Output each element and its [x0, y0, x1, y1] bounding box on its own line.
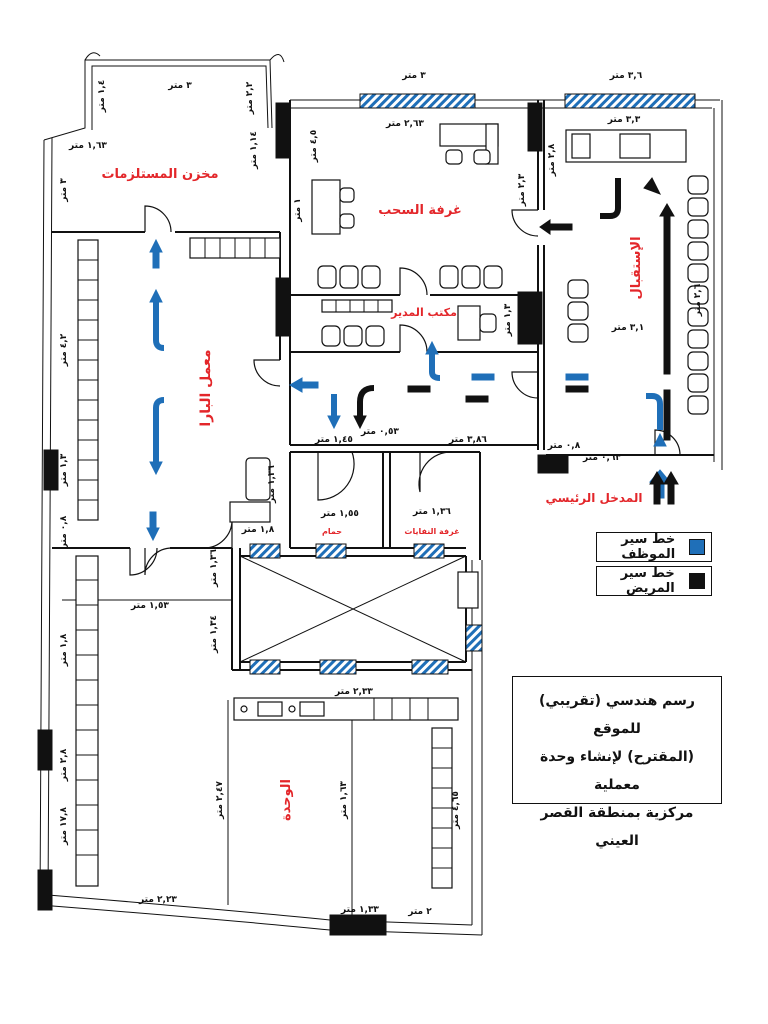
legend-patient: خط سير المريض: [596, 566, 712, 596]
note-line-2: (المقترح) لإنشاء وحدة معملية: [539, 749, 695, 793]
room-label-lab: معمل البارا: [198, 349, 214, 426]
dimension-label: ١,٣٤ متر: [209, 615, 219, 654]
dimension-label: ٣,٣ متر: [607, 115, 641, 125]
dimension-label: ٣,١ متر: [611, 323, 644, 333]
outer-walls: [39, 52, 723, 936]
dimension-label: ٢,٦٣ متر: [385, 119, 424, 129]
room-label-bathroom: حمام: [322, 527, 342, 536]
note-line-1: رسم هندسي (تقريبي) للموقع: [539, 693, 695, 737]
elevator-shaft: [239, 555, 467, 663]
furniture: [75, 123, 709, 889]
dimension-label: ٣,٨٦ متر: [448, 435, 487, 445]
dimension-label: ٢,٨ متر: [547, 143, 557, 177]
dimension-label: ١,٣٦ متر: [209, 549, 219, 588]
windows: [249, 93, 696, 675]
dimension-label: ٤,٢ متر: [59, 333, 69, 367]
dimension-label: ١,٥٣ متر: [130, 601, 169, 611]
dimension-label: ١,٣٣ متر: [340, 905, 379, 915]
dimension-label: ١,٤٥ متر: [314, 435, 353, 445]
dimension-label: ١٧,٨ متر: [59, 807, 69, 846]
dimension-label: ٢,٤٧ متر: [215, 781, 225, 820]
room-label-unit: الوحدة: [279, 779, 294, 821]
dimension-label: ١,٦٣ متر: [68, 141, 107, 151]
room-labels: مخزن المستلزمات غرفة السحب مكتب المدير ا…: [101, 167, 644, 821]
dimension-label: ٢,٨ متر: [59, 748, 69, 782]
waiting-chairs-top: [317, 265, 503, 289]
dimension-label: ١,٤ متر: [97, 80, 107, 113]
columns: [37, 102, 569, 936]
dimension-label: ٣ متر: [401, 71, 426, 81]
note-line-3: مركزية بمنطقة القصر العيني: [540, 805, 694, 849]
dimension-labels: ٣ متر ٣,٦ متر ٣ متر ٢,٦٣ متر ٣,٣ متر ١,٦…: [59, 71, 703, 917]
dimension-label: ١,١٤ متر: [249, 131, 259, 170]
dimension-label: ١,٣ متر: [503, 303, 513, 337]
room-label-reception: الإستقبال: [629, 236, 644, 299]
dimension-label: ٤,٥ متر: [309, 130, 319, 163]
dimension-label: ٠,٨ متر: [59, 515, 69, 549]
dimension-label: ٠,٨ متر: [547, 441, 581, 451]
dimension-label: ٣ متر: [167, 81, 192, 91]
dimension-label: ٣,٦ متر: [609, 71, 643, 81]
dimension-label: ١,٣٦ متر: [267, 465, 277, 504]
dimension-label: ١,٣٦ متر: [412, 507, 451, 517]
patient-path: [353, 177, 679, 505]
dimension-label: ٢,٦ متر: [693, 283, 703, 317]
dimension-label: ١,٥٥ متر: [320, 509, 359, 519]
legend-patient-label: خط سير المريض: [620, 566, 675, 596]
reception-chairs: [567, 175, 709, 415]
legend-staff-swatch: [689, 539, 705, 555]
dimension-label: ١,٣ متر: [59, 453, 69, 487]
legend-staff-label: خط سير الموظف: [621, 532, 676, 562]
room-label-entrance: المدخل الرئيسي: [546, 491, 643, 505]
room-label-manager: مكتب المدير: [390, 306, 457, 319]
plan-description-note: رسم هندسي (تقريبي) للموقع (المقترح) لإنش…: [512, 676, 722, 849]
dimension-label: ٠,٦٣ متر: [582, 453, 621, 463]
dimension-label: ١ متر: [293, 198, 303, 222]
dimension-label: ٢,٢ متر: [245, 81, 255, 115]
dimension-label: ٣ متر: [59, 178, 69, 203]
room-label-supplies: مخزن المستلزمات: [101, 167, 218, 182]
dimension-label: ٠,٥٣ متر: [360, 427, 399, 437]
dimension-label: ٢,٣٣ متر: [334, 687, 373, 697]
legend-staff: خط سير الموظف: [596, 532, 712, 562]
dimension-label: ٢,٣ متر: [517, 173, 527, 207]
dimension-label: ٤,٦٥ متر: [451, 791, 461, 830]
room-label-sampling: غرفة السحب: [378, 203, 462, 218]
dimension-label: ٢,٢٣ متر: [138, 895, 177, 905]
legend-patient-swatch: [688, 573, 705, 589]
dimension-label: ١,٦٣ متر: [339, 781, 349, 820]
dimension-label: ١,٨ متر: [59, 633, 69, 667]
dimension-label: ٢ متر: [407, 907, 432, 917]
dimension-label: ١,٨ متر: [241, 525, 275, 535]
room-label-waste: غرفة النفايات: [404, 527, 459, 536]
